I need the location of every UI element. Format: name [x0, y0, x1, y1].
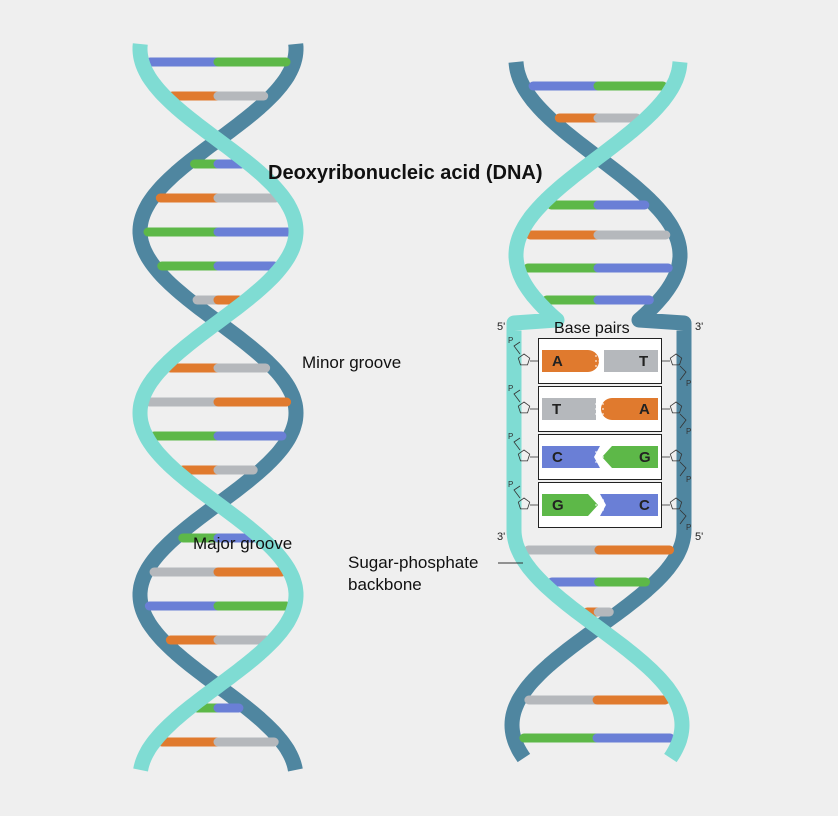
base-left-letter: G	[552, 497, 564, 514]
phosphate-label-right-3: P	[686, 523, 691, 532]
sugar-phosphate-label-line1: Sugar-phosphate	[348, 553, 479, 572]
three-prime-top-right: 3'	[695, 321, 704, 333]
backbone-strand-back-left	[132, 39, 304, 775]
sugar-ring-left-2	[517, 449, 531, 462]
base-right-letter: A	[639, 401, 650, 418]
base-left-letter: A	[552, 353, 563, 370]
base-pair-shape	[542, 446, 658, 468]
phosphate-link-left-0	[513, 341, 521, 355]
base-right-letter: C	[639, 497, 650, 514]
phosphate-link-left-1	[513, 389, 521, 403]
base-left-shape	[542, 494, 598, 516]
phosphate-link-right-1	[679, 413, 687, 429]
phosphate-link-right-0	[679, 365, 687, 381]
phosphate-link-right-3	[679, 509, 687, 525]
base-right-letter: G	[639, 449, 651, 466]
sugar-ring-right-1	[669, 401, 683, 414]
base-left-shape	[542, 350, 599, 372]
phosphate-link-left-3	[513, 485, 521, 499]
diagram-title: Deoxyribonucleic acid (DNA)	[268, 162, 543, 184]
phosphate-link-left-2	[513, 437, 521, 451]
base-left-shape	[542, 398, 596, 420]
base-right-shape	[602, 446, 658, 468]
sugar-ring-right-2	[669, 449, 683, 462]
five-prime-bottom-right: 5'	[695, 531, 704, 543]
phosphate-label-left-1: P	[508, 384, 513, 393]
base-left-letter: C	[552, 449, 563, 466]
base-right-letter: T	[639, 353, 649, 370]
phosphate-label-left-3: P	[508, 480, 513, 489]
three-prime-bottom-left: 3'	[497, 531, 506, 543]
backbone-strand-front-right	[506, 57, 690, 763]
base-right-shape	[600, 494, 658, 516]
backbone-strand-back-right	[504, 57, 692, 763]
five-prime-top-left: 5'	[497, 321, 506, 333]
sugar-ring-right-0	[669, 353, 683, 366]
major-groove-label: Major groove	[193, 534, 293, 553]
base-pairs-label: Base pairs	[554, 320, 630, 337]
sugar-ring-left-0	[517, 353, 531, 366]
base-left-letter: T	[552, 401, 562, 418]
phosphate-label-right-1: P	[686, 427, 691, 436]
sugar-ring-left-3	[517, 497, 531, 510]
base-pair-shape	[542, 398, 658, 420]
sugar-ring-right-3	[669, 497, 683, 510]
base-pair-shape	[542, 350, 658, 372]
phosphate-label-left-2: P	[508, 432, 513, 441]
sugar-phosphate-label-line2: backbone	[348, 575, 422, 594]
phosphate-label-right-2: P	[686, 475, 691, 484]
phosphate-label-left-0: P	[508, 336, 513, 345]
base-pair-shape	[542, 494, 658, 516]
phosphate-link-right-2	[679, 461, 687, 477]
sugar-ring-left-1	[517, 401, 531, 414]
base-right-shape	[604, 350, 658, 372]
base-right-shape	[601, 398, 658, 420]
backbone-strand-front-left	[132, 39, 304, 775]
minor-groove-label: Minor groove	[302, 353, 402, 372]
phosphate-label-right-0: P	[686, 379, 691, 388]
base-left-shape	[542, 446, 600, 468]
